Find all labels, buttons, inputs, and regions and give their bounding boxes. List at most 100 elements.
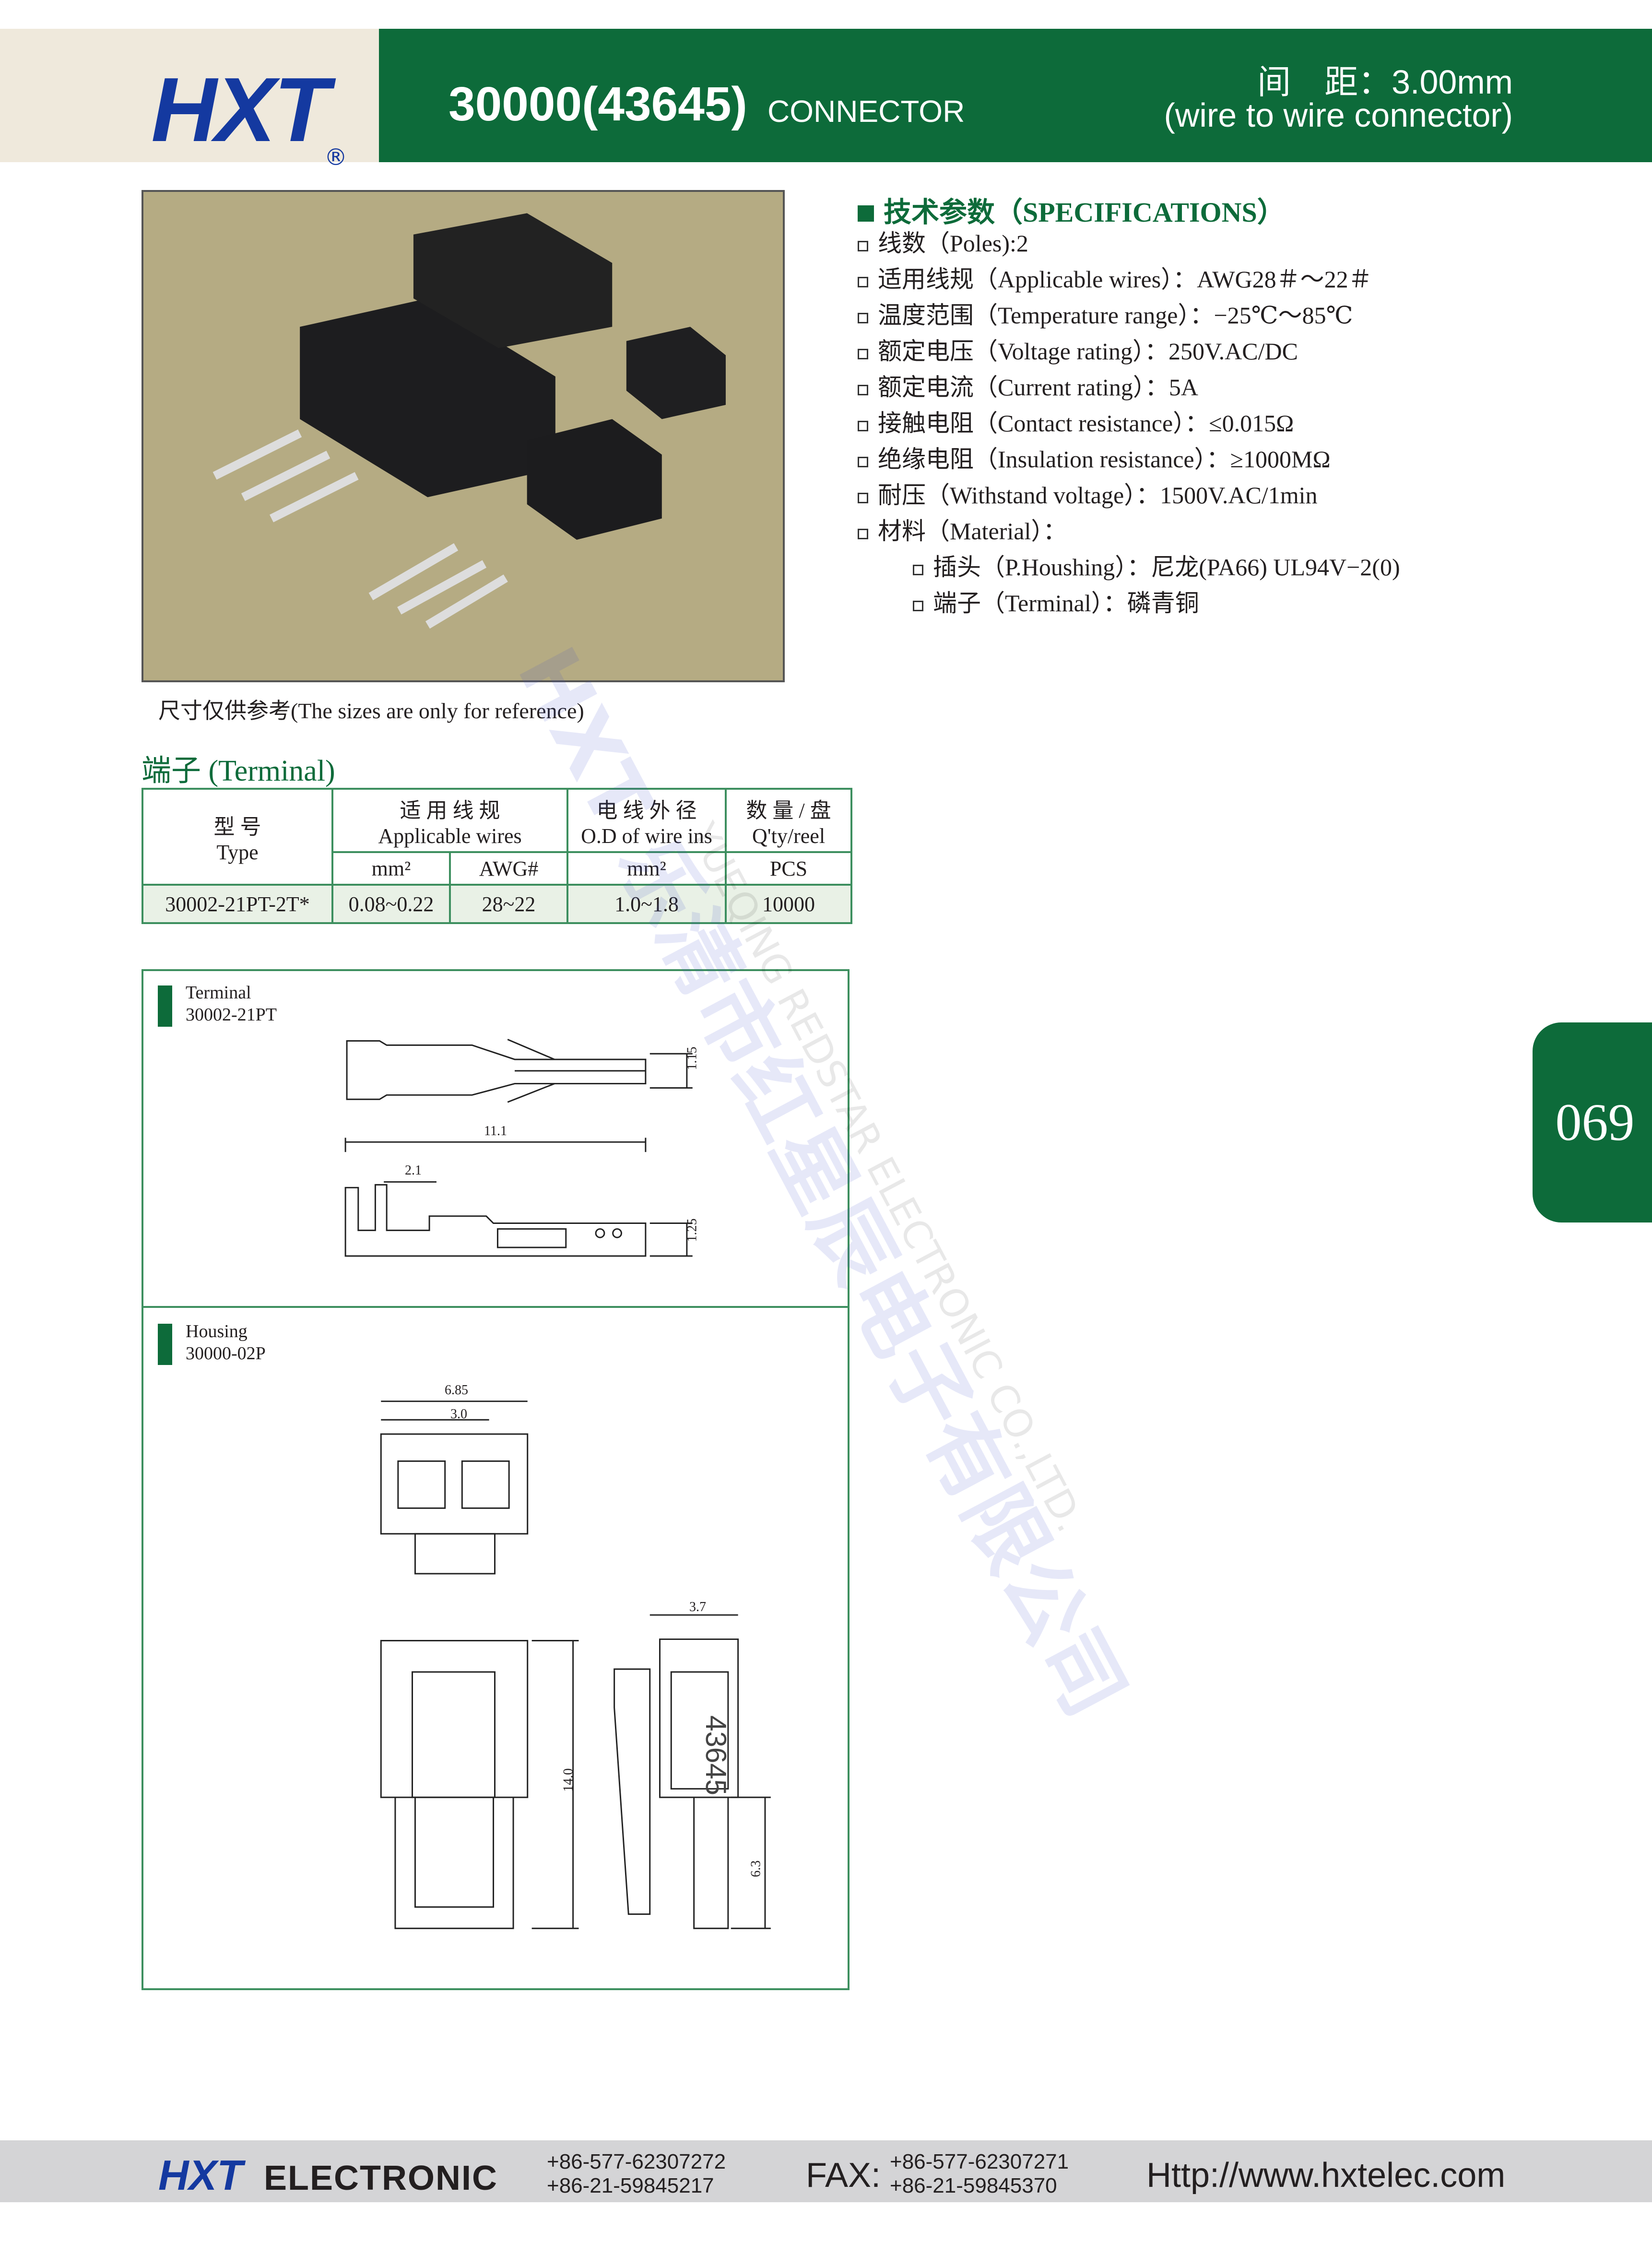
checkbox-bullet-icon — [858, 348, 868, 359]
spec-text: 适用线规（Applicable wires）：AWG28＃～22＃ — [878, 266, 1372, 293]
photo-caption: 尺寸仅供参考(The sizes are only for reference) — [158, 699, 584, 723]
section-marker-terminal — [158, 985, 172, 1027]
spec-item: 耐压（Withstand voltage）：1500V.AC/1min — [858, 477, 1400, 513]
spec-subitem: 插头（P.Houshing）：尼龙(PA66) UL94V−2(0) — [858, 549, 1400, 585]
checkbox-bullet-icon — [858, 276, 868, 287]
checkbox-bullet-icon — [858, 384, 868, 395]
section-marker-housing — [158, 1324, 172, 1365]
drawing-divider — [142, 1306, 850, 1308]
spec-subitem: 端子（Terminal）：磷青铜 — [858, 585, 1400, 621]
spec-text: 线数（Poles):2 — [878, 230, 1028, 257]
connector-photo-illustration — [212, 213, 726, 629]
header-qty-cn: 数 量 / 盘 — [746, 798, 831, 822]
spec-text: 绝缘电阻（Insulation resistance）：≥1000MΩ — [878, 446, 1331, 473]
connector-type: (wire to wire connector) — [1164, 96, 1513, 134]
dim-h-side: 3.7 — [689, 1600, 706, 1614]
fax-2: +86-21-59845370 — [890, 2174, 1057, 2197]
header-wires-cn: 适 用 线 规 — [400, 798, 500, 822]
footer-brand: ELECTRONIC — [264, 2159, 498, 2197]
header-type-cn: 型 号 — [213, 815, 261, 839]
checkbox-bullet-icon — [858, 492, 868, 503]
website-link[interactable]: Http://www.hxtelec.com — [1146, 2156, 1506, 2195]
spec-text: 材料（Material）： — [878, 518, 1067, 545]
spec-item: 额定电压（Voltage rating）：250V.AC/DC — [858, 333, 1400, 369]
spec-item: 绝缘电阻（Insulation resistance）：≥1000MΩ — [858, 441, 1400, 477]
spec-item: 适用线规（Applicable wires）：AWG28＃～22＃ — [858, 261, 1400, 297]
header-od-en: O.D of wire ins — [581, 824, 712, 848]
unit-od: mm² — [566, 851, 727, 886]
cell-mm2: 0.08~0.22 — [331, 884, 451, 924]
spec-item: 材料（Material）： — [858, 513, 1400, 549]
fax-label: FAX: — [806, 2156, 881, 2195]
footer-phones: +86-577-62307272+86-21-59845217 — [547, 2150, 726, 2198]
footer: HXT ELECTRONIC +86-577-62307272+86-21-59… — [0, 2140, 1652, 2202]
dim-h-len: 14.0 — [561, 1768, 576, 1792]
fax-1: +86-577-62307271 — [890, 2150, 1069, 2173]
unit-mm2: mm² — [331, 851, 451, 886]
checkbox-bullet-icon — [858, 240, 868, 251]
spec-item: 线数（Poles):2 — [858, 225, 1400, 261]
square-bullet-icon — [858, 205, 874, 222]
dim-h-tail: 6.3 — [748, 1860, 764, 1877]
dim-h-w: 6.85 — [445, 1383, 468, 1398]
header-wires-en: Applicable wires — [378, 824, 522, 848]
specifications: 技术参数（SPECIFICATIONS） 线数（Poles):2 适用线规（Ap… — [858, 190, 1400, 621]
product-photo — [142, 190, 785, 682]
spec-text: 接触电阻（Contact resistance）：≤0.015Ω — [878, 410, 1294, 437]
housing-mark: 43645 — [699, 1715, 732, 1795]
checkbox-bullet-icon — [858, 420, 868, 431]
spec-item: 额定电流（Current rating）：5A — [858, 369, 1400, 405]
pitch: 间 距：3.00mm — [1257, 63, 1513, 101]
spec-text: 额定电流（Current rating）：5A — [878, 374, 1198, 401]
tel-1: +86-577-62307272 — [547, 2150, 726, 2173]
spec-text: 插头（P.Houshing）：尼龙(PA66) UL94V−2(0) — [933, 554, 1400, 581]
dim-t-w: 2.1 — [405, 1163, 422, 1178]
table-row: 30002-21PT-2T* 0.08~0.22 28~22 1.0~1.8 1… — [142, 884, 852, 924]
footer-logo: HXT — [158, 2151, 243, 2199]
page-number-tab: 069 — [1533, 1022, 1652, 1222]
checkbox-bullet-icon — [858, 312, 868, 323]
dim-h-pitch: 3.0 — [450, 1407, 467, 1422]
unit-pcs: PCS — [725, 851, 852, 886]
checkbox-bullet-icon — [913, 564, 923, 575]
terminal-part: 30002-21PT — [186, 1005, 277, 1025]
spec-item: 温度范围（Temperature range）：−25℃～85℃ — [858, 297, 1400, 333]
spec-text: 端子（Terminal）：磷青铜 — [933, 590, 1199, 617]
checkbox-bullet-icon — [858, 456, 868, 467]
cell-awg: 28~22 — [449, 884, 568, 924]
header-logo-panel: HXT ® — [0, 29, 379, 171]
spec-text: 额定电压（Voltage rating）：250V.AC/DC — [878, 338, 1298, 365]
tel-2: +86-21-59845217 — [547, 2174, 714, 2197]
product-type: CONNECTOR — [767, 94, 965, 129]
header-band: 30000(43645) CONNECTOR 间 距：3.00mm (wire … — [379, 29, 1652, 162]
cell-od: 1.0~1.8 — [566, 884, 727, 924]
terminal-section-title: 端子 (Terminal) — [142, 755, 335, 787]
header-od-cn: 电 线 外 径 — [596, 798, 697, 822]
checkbox-bullet-icon — [913, 600, 923, 611]
hxt-logo: HXT — [151, 59, 330, 161]
checkbox-bullet-icon — [858, 528, 868, 539]
spec-text: 耐压（Withstand voltage）：1500V.AC/1min — [878, 482, 1318, 509]
housing-part: 30000-02P — [186, 1343, 266, 1364]
spec-text: 温度范围（Temperature range）：−25℃～85℃ — [878, 302, 1353, 329]
housing-label: Housing — [186, 1321, 248, 1341]
dim-t-len: 11.1 — [484, 1124, 507, 1139]
terminal-label: Terminal — [186, 983, 251, 1003]
header-qty-en: Q'ty/reel — [752, 824, 826, 848]
footer-fax: +86-577-62307271+86-21-59845370 — [890, 2150, 1069, 2198]
specs-title: 技术参数（SPECIFICATIONS） — [858, 190, 1400, 228]
registered-mark: ® — [324, 144, 347, 171]
dim-t-h2: 1.25 — [684, 1218, 700, 1242]
drawing-lines — [344, 1039, 771, 1929]
cell-type: 30002-21PT-2T* — [142, 884, 333, 924]
cell-qty: 10000 — [725, 884, 852, 924]
model-number: 30000(43645) — [448, 77, 747, 131]
